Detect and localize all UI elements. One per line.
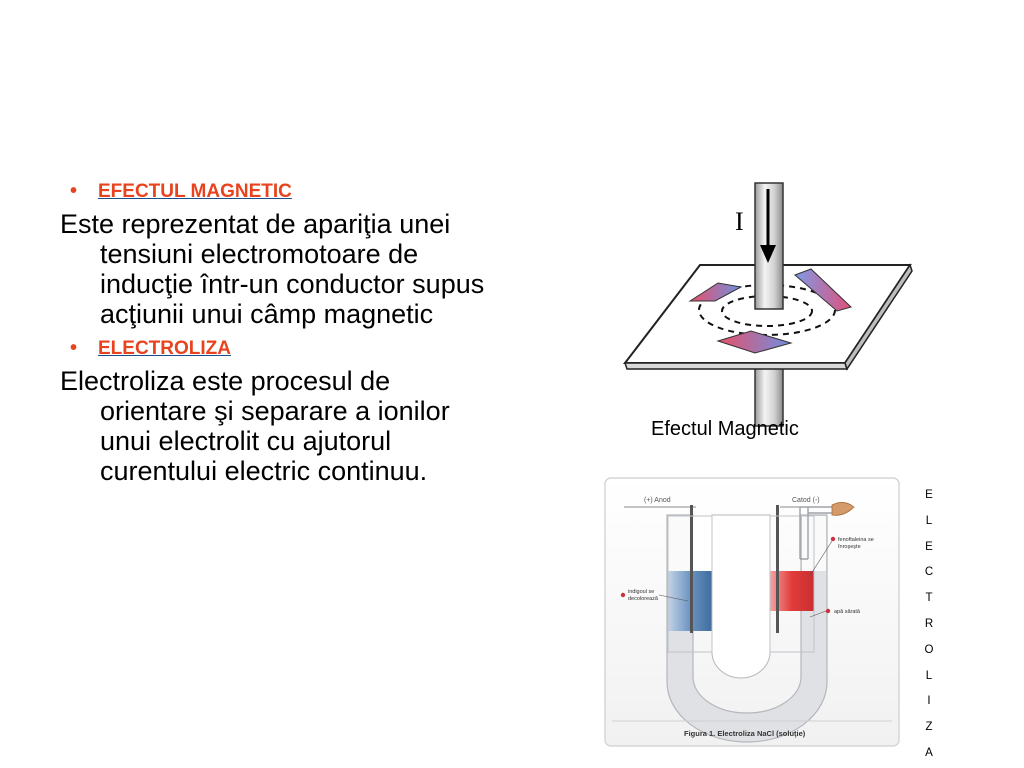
cathode-label: Catod (-) [792,497,820,504]
magnetic-effect-diagram: I [622,182,913,427]
dropper-bulb [831,502,855,516]
plate-edge [623,362,849,370]
label-fenoftaleina-line1: fenoftaleina se [838,537,874,543]
tube-left-glass [667,515,713,653]
field-line-outer [698,284,836,336]
label-fenoftaleina-line2: înroşeşte [837,544,861,550]
label-indigo-line1: indigoul se [628,589,654,595]
current-arrow-head [760,245,776,263]
marker-icon [620,592,626,598]
tube-left-gap [692,516,712,571]
vertical-letter: E [925,489,933,501]
tube-left-top [668,516,692,571]
anode-electrode [690,505,693,633]
vertical-letter: O [924,643,934,656]
paragraph-efectul-magnetic: Este reprezentat de apariţia unei tensiu… [60,209,485,329]
pointer-indigo [658,594,689,602]
compass-needle-bottom [716,330,793,354]
electrolysis-figure: (+) Anod Catod (-) indigoul se decolorea… [604,477,900,747]
vertical-letter: A [925,746,933,759]
bullet-efectul-magnetic: • EFECTUL MAGNETIC [70,180,500,203]
vertical-word-electroliza: E L E C T R O L I Z A [922,483,936,767]
compass-needle-left [688,282,743,302]
bullet-icon: • [70,180,78,202]
heading-electroliza: ELECTROLIZA [98,338,231,359]
current-label: I [735,207,744,236]
cathode-electrode [776,505,779,633]
vertical-letter: Z [925,721,933,734]
vertical-letter: T [925,592,933,605]
compass-needle-right [794,268,852,312]
plate-side [844,263,913,371]
label-apa-sarata: apă sărată [834,609,861,615]
marker-icon [830,536,836,542]
tube-right-glass [769,515,815,653]
vertical-letter: L [925,669,933,682]
bullet-electroliza: • ELECTROLIZA [70,337,500,360]
vertical-letter: I [927,695,931,708]
text-column: • EFECTUL MAGNETIC Este reprezentat de a… [60,180,500,494]
field-line-inner [721,295,813,327]
vertical-letter: R [924,617,934,630]
dropper-tube [799,506,832,560]
label-indigo-line2: decolorează [628,596,659,602]
pointer-apa-sarata [809,610,827,618]
vertical-letter: C [924,566,934,579]
paragraph-electroliza: Electroliza este procesul de orientare ş… [60,366,450,486]
marker-icon [825,608,831,614]
vertical-letter: L [925,514,933,527]
heading-efectul-magnetic: EFECTUL MAGNETIC [98,181,292,202]
caption-efectul-magnetic: Efectul Magnetic [651,418,799,440]
vertical-letter: E [925,540,933,553]
conductor-rod-lower [754,359,784,427]
anode-label: (+) Anod [644,497,671,504]
figure-caption: Figura 1. Electroliza NaCl (soluţie) [684,729,806,738]
bullet-icon: • [70,337,78,359]
u-tube-inner [711,514,771,679]
pointer-fenoftaleina [808,540,833,578]
